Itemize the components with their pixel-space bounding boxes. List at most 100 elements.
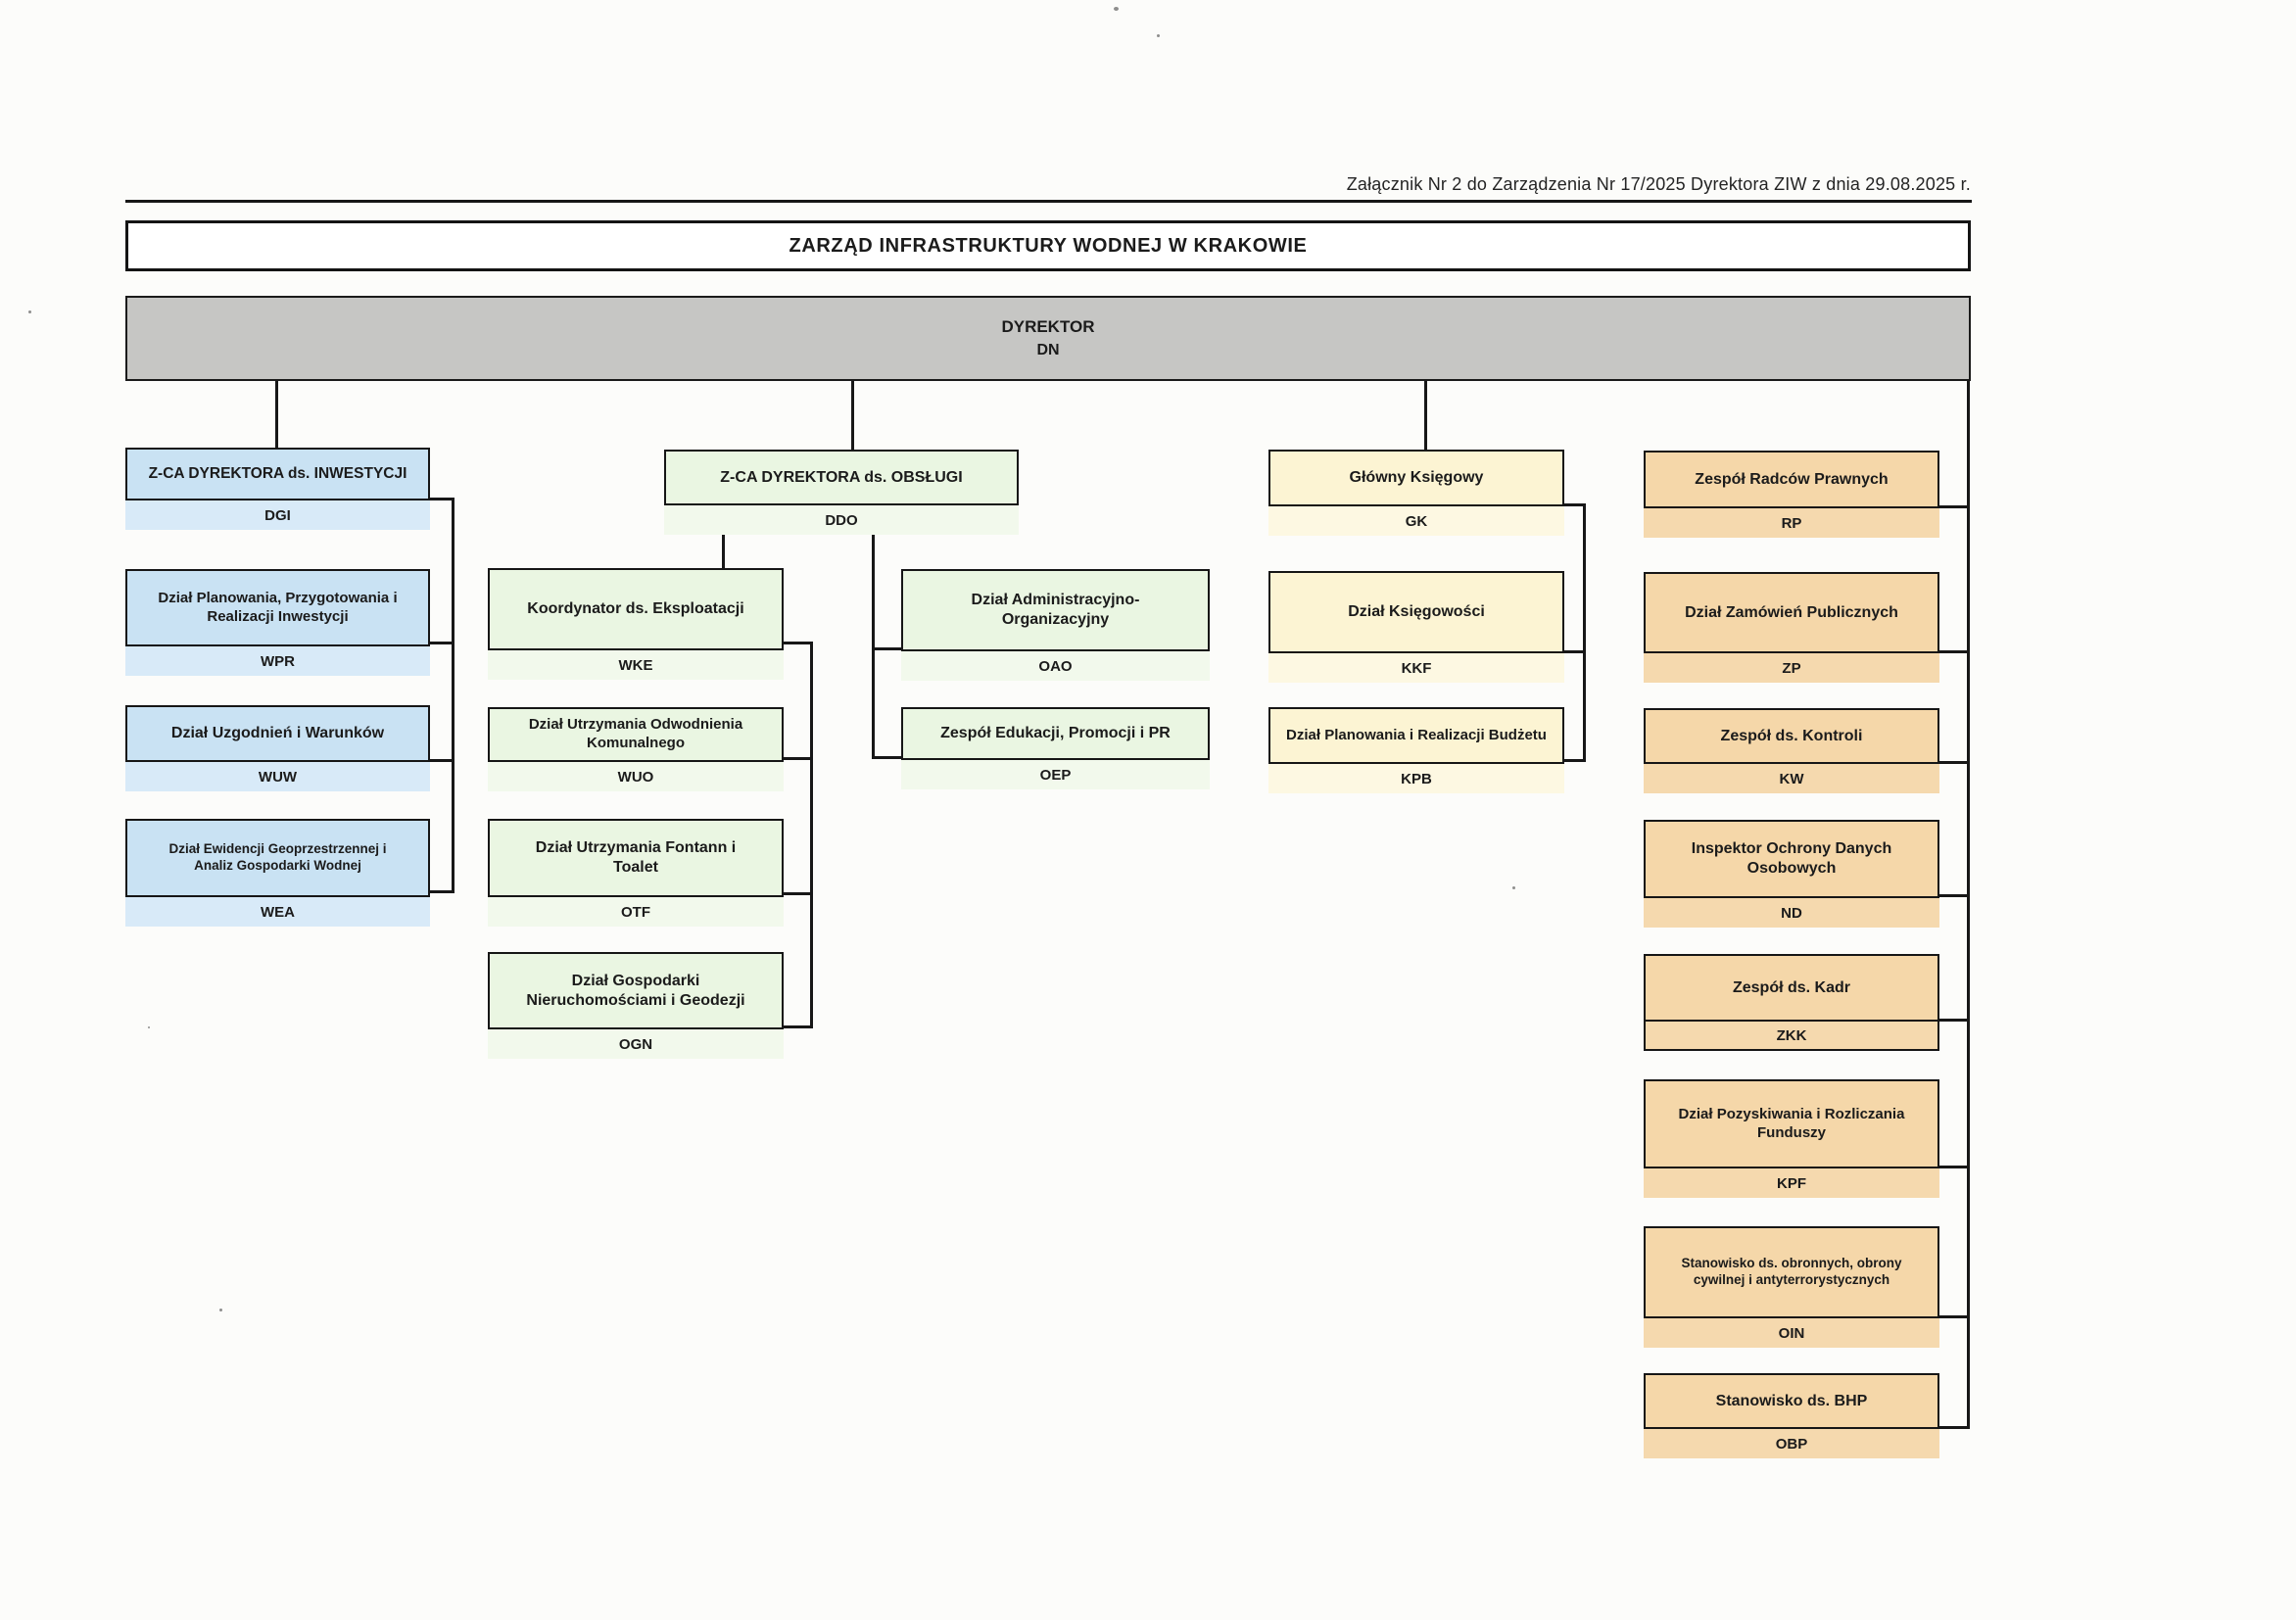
connector-line	[1939, 1166, 1969, 1168]
unit-dgi-label: Z-CA DYREKTORA ds. INWESTYCJI	[148, 465, 407, 483]
unit-obp: Stanowisko ds. BHP OBP	[1644, 1373, 1939, 1458]
unit-rp: Zespół Radców Prawnych RP	[1644, 451, 1939, 538]
unit-nd-code: ND	[1644, 898, 1939, 928]
unit-kpb-label: Dział Planowania i Realizacji Budżetu	[1286, 726, 1547, 743]
unit-ddo-label: Z-CA DYREKTORA ds. OBSŁUGI	[720, 468, 963, 486]
unit-otf-label: Dział Utrzymania Fontann i Toalet	[535, 839, 737, 876]
unit-wpr-code: WPR	[125, 646, 430, 676]
unit-obp-label: Stanowisko ds. BHP	[1715, 1392, 1868, 1409]
connector-line	[430, 759, 454, 762]
connector-line	[452, 498, 454, 893]
unit-nd: Inspektor Ochrony Danych Osobowych ND	[1644, 820, 1939, 928]
unit-gk-code: GK	[1268, 506, 1564, 536]
unit-zp-code: ZP	[1644, 653, 1939, 683]
unit-wpr-label: Dział Planowania, Przygotowania i Realiz…	[158, 589, 398, 625]
unit-wuw-label: Dział Uzgodnień i Warunków	[170, 725, 385, 741]
connector-line	[1939, 894, 1969, 897]
unit-kpb: Dział Planowania i Realizacji Budżetu KP…	[1268, 707, 1564, 793]
connector-line	[810, 642, 813, 1028]
unit-wuo: Dział Utrzymania Odwodnienia Komunalnego…	[488, 707, 784, 791]
connector-line	[430, 890, 454, 893]
unit-kkf-label: Dział Księgowości	[1348, 603, 1485, 620]
unit-kpf-label: Dział Pozyskiwania i Rozliczania Fundusz…	[1678, 1105, 1905, 1141]
unit-zkk-code: ZKK	[1644, 1022, 1939, 1051]
unit-rp-label: Zespół Radców Prawnych	[1695, 470, 1889, 488]
unit-kw-label: Zespół ds. Kontroli	[1720, 727, 1863, 744]
unit-otf: Dział Utrzymania Fontann i Toalet OTF	[488, 819, 784, 927]
connector-line	[1424, 381, 1427, 450]
unit-nd-label: Inspektor Ochrony Danych Osobowych	[1691, 840, 1892, 877]
unit-oao-code: OAO	[901, 651, 1210, 681]
org-title: ZARZĄD INFRASTRUKTURY WODNEJ W KRAKOWIE	[789, 234, 1308, 257]
connector-line	[784, 1025, 812, 1028]
unit-zp: Dział Zamówień Publicznych ZP	[1644, 572, 1939, 683]
connector-line	[872, 756, 903, 759]
unit-otf-code: OTF	[488, 897, 784, 927]
unit-wuo-label: Dział Utrzymania Odwodnienia Komunalnego	[528, 716, 743, 751]
unit-gk-label: Główny Księgowy	[1349, 469, 1484, 486]
unit-kkf: Dział Księgowości KKF	[1268, 571, 1564, 683]
unit-wuw: Dział Uzgodnień i Warunków WUW	[125, 705, 430, 791]
connector-line	[722, 532, 725, 568]
connector-line	[1967, 381, 1970, 1429]
annotation-underline	[125, 200, 1972, 203]
connector-line	[1939, 505, 1969, 508]
unit-wke: Koordynator ds. Eksploatacji WKE	[488, 568, 784, 680]
unit-wea-label: Dział Ewidencji Geoprzestrzennej i Anali…	[168, 841, 387, 873]
scan-speck	[1512, 886, 1515, 889]
unit-kkf-code: KKF	[1268, 653, 1564, 683]
connector-line	[872, 647, 903, 650]
unit-kpf-code: KPF	[1644, 1168, 1939, 1198]
director-code: DN	[1036, 342, 1060, 358]
connector-line	[872, 532, 875, 759]
unit-gk: Główny Księgowy GK	[1268, 450, 1564, 536]
scan-speck	[219, 1309, 222, 1311]
connector-line	[1939, 650, 1969, 653]
connector-line	[430, 642, 454, 644]
attachment-annotation: Załącznik Nr 2 do Zarządzenia Nr 17/2025…	[1346, 174, 1971, 194]
unit-kpb-code: KPB	[1268, 764, 1564, 793]
unit-ddo-code: DDO	[664, 505, 1019, 535]
unit-wke-code: WKE	[488, 650, 784, 680]
unit-dgi: Z-CA DYREKTORA ds. INWESTYCJI DGI	[125, 448, 430, 530]
unit-kpf: Dział Pozyskiwania i Rozliczania Fundusz…	[1644, 1079, 1939, 1198]
connector-line	[1564, 759, 1585, 762]
scan-speck	[148, 1026, 150, 1028]
unit-wuw-code: WUW	[125, 762, 430, 791]
director-bar: DYREKTOR DN	[125, 296, 1971, 381]
unit-zkk-label: Zespół ds. Kadr	[1732, 978, 1851, 996]
connector-line	[851, 381, 854, 450]
org-title-box: ZARZĄD INFRASTRUKTURY WODNEJ W KRAKOWIE	[125, 220, 1971, 271]
director-label: DYREKTOR	[1001, 317, 1095, 336]
connector-line	[1564, 503, 1585, 506]
scan-speck	[1157, 34, 1160, 37]
unit-oep-label: Zespół Edukacji, Promocji i PR	[940, 725, 1171, 741]
unit-kw: Zespół ds. Kontroli KW	[1644, 708, 1939, 793]
scan-speck	[28, 310, 31, 313]
unit-oao: Dział Administracyjno-Organizacyjny OAO	[901, 569, 1210, 681]
unit-oin-code: OIN	[1644, 1318, 1939, 1348]
unit-oep-code: OEP	[901, 760, 1210, 789]
unit-zkk: Zespół ds. Kadr ZKK	[1644, 954, 1939, 1051]
unit-wke-label: Koordynator ds. Eksploatacji	[527, 600, 744, 617]
unit-wea: Dział Ewidencji Geoprzestrzennej i Anali…	[125, 819, 430, 927]
connector-line	[1564, 650, 1585, 653]
unit-dgi-code: DGI	[125, 500, 430, 530]
unit-ogn-code: OGN	[488, 1029, 784, 1059]
scan-speck	[1114, 7, 1119, 11]
connector-line	[1939, 1019, 1969, 1022]
unit-rp-code: RP	[1644, 508, 1939, 538]
unit-oao-label: Dział Administracyjno-Organizacyjny	[971, 592, 1140, 628]
connector-line	[430, 498, 454, 500]
connector-line	[1939, 1426, 1969, 1429]
unit-ogn-label: Dział Gospodarki Nieruchomościami i Geod…	[526, 972, 745, 1009]
connector-line	[784, 892, 812, 895]
connector-line	[275, 381, 278, 448]
connector-line	[784, 642, 812, 644]
connector-line	[1583, 503, 1586, 762]
unit-zp-label: Dział Zamówień Publicznych	[1685, 603, 1898, 621]
unit-wpr: Dział Planowania, Przygotowania i Realiz…	[125, 569, 430, 676]
connector-line	[1939, 761, 1969, 764]
unit-oin: Stanowisko ds. obronnych, obrony cywilne…	[1644, 1226, 1939, 1348]
